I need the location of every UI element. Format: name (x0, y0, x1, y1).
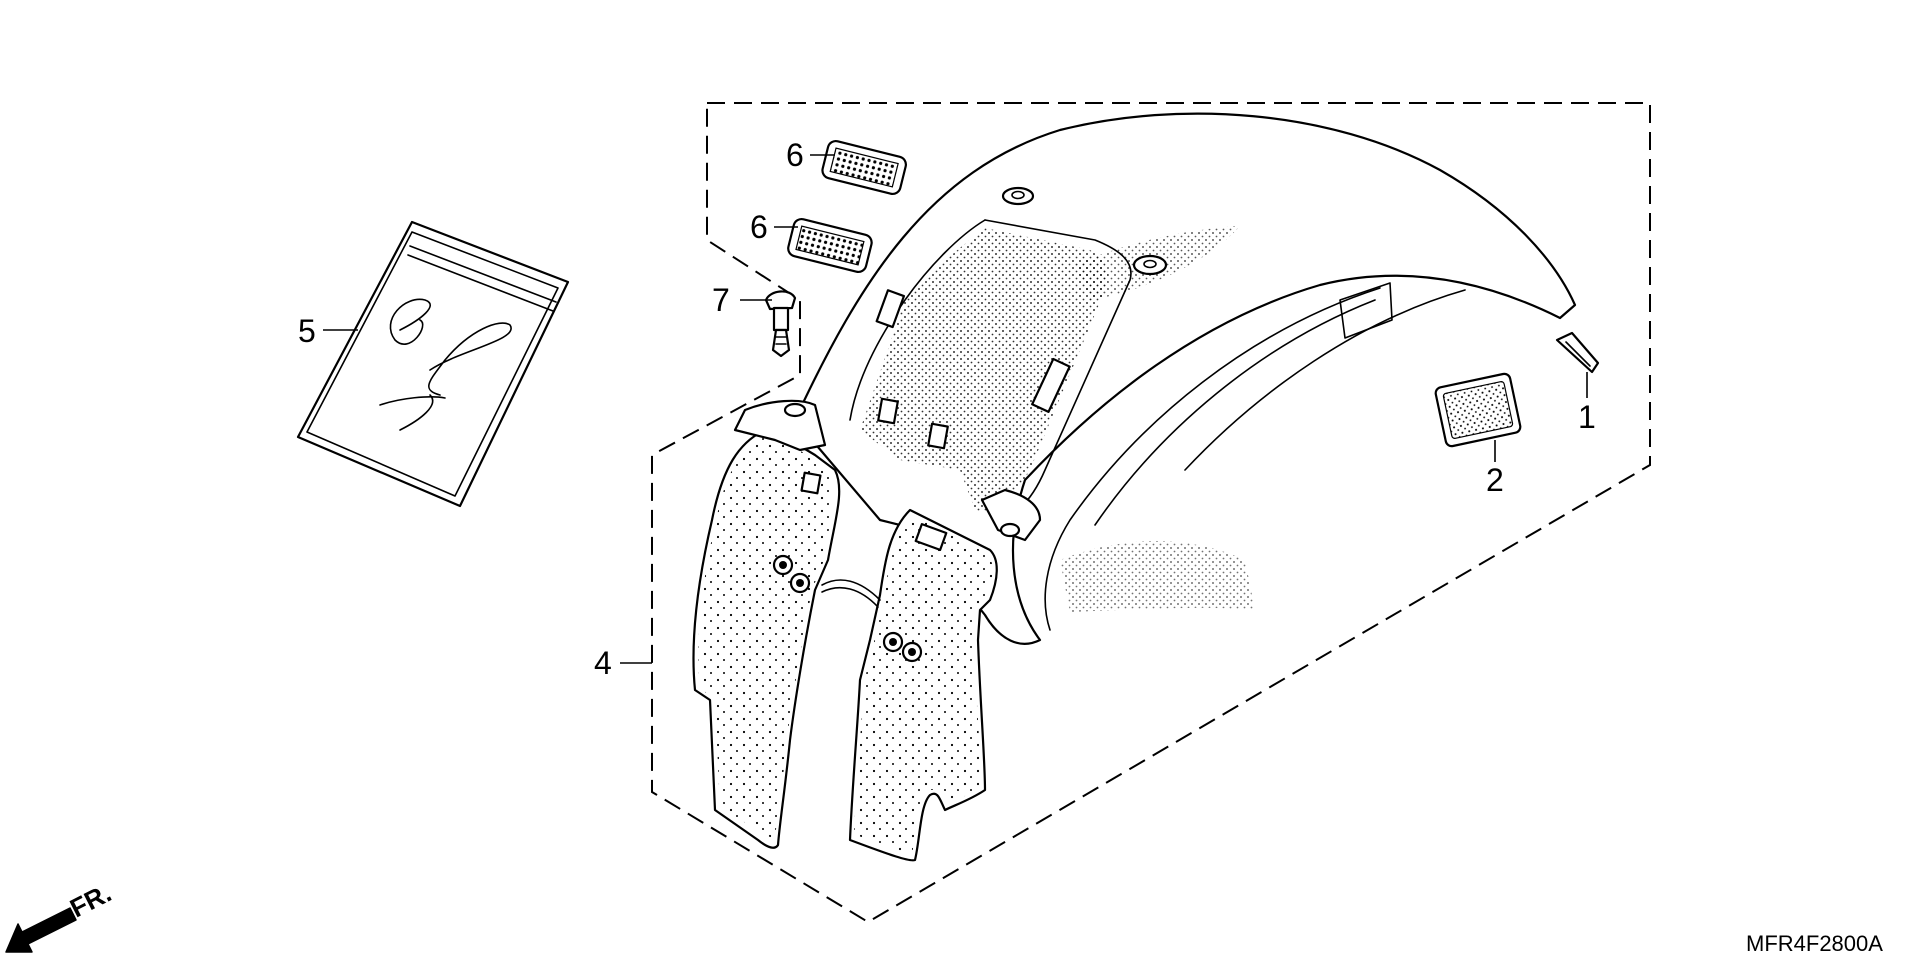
callout-7: 7 (712, 282, 730, 318)
reflector-upper (821, 139, 907, 196)
front-direction-arrow-icon: FR. (5, 878, 116, 953)
document-bag (296, 220, 570, 508)
callout-6b: 6 (750, 209, 768, 245)
fender-side-plates (692, 399, 1042, 862)
assembly-boundary (651, 102, 1651, 924)
callout-1: 1 (1578, 399, 1596, 435)
trim-clip (764, 290, 797, 358)
fender-inner-shading (860, 228, 1108, 512)
fender-shading-side (1060, 541, 1255, 612)
reflector-lower (787, 217, 873, 273)
callout-6a: 6 (786, 137, 804, 173)
callout-5: 5 (298, 313, 316, 349)
callout-4: 4 (594, 645, 612, 681)
callout-2: 2 (1486, 462, 1504, 498)
rear-reflector (1434, 372, 1522, 448)
small-clip (1555, 331, 1600, 374)
diagram-code: MFR4F2800A (1746, 931, 1883, 956)
